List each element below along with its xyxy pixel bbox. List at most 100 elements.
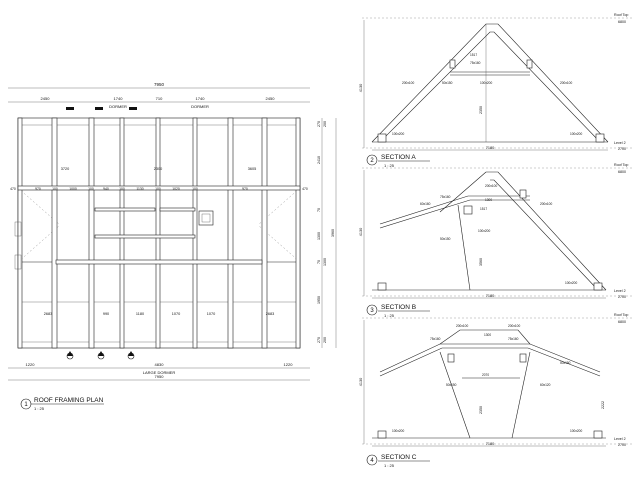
section-markers xyxy=(66,351,135,360)
svg-text:200: 200 xyxy=(323,121,327,127)
svg-text:70: 70 xyxy=(317,260,321,264)
section-c-title: SECTION C xyxy=(381,454,417,461)
svg-text:200x100: 200x100 xyxy=(402,81,414,85)
plan-joists xyxy=(17,117,301,349)
svg-text:1180: 1180 xyxy=(136,312,144,316)
plan-bottom-dim: 1220 xyxy=(26,362,36,367)
svg-text:100x200: 100x200 xyxy=(480,81,492,85)
svg-text:940: 940 xyxy=(103,187,109,191)
plan-number: 1 xyxy=(24,402,28,408)
section-a-level-label: Level 2 xyxy=(614,141,626,145)
svg-text:1950: 1950 xyxy=(317,296,321,304)
skylight xyxy=(198,210,214,226)
svg-text:200x100: 200x100 xyxy=(560,81,572,85)
plan-top-dim: 2450 xyxy=(41,96,51,101)
section-c-right-height: 2222 xyxy=(601,401,605,409)
section-b-level-label: Level 2 xyxy=(614,289,626,293)
large-dormer-label: LARGE DORMER xyxy=(143,370,176,375)
svg-text:2683: 2683 xyxy=(266,312,274,316)
svg-text:2683: 2683 xyxy=(44,312,52,316)
svg-text:1300: 1300 xyxy=(323,258,327,266)
svg-text:1020: 1020 xyxy=(172,187,180,191)
svg-text:1070: 1070 xyxy=(172,312,180,316)
plan-row1-dim: 3720 xyxy=(61,167,69,171)
plan-overall-width: 7950 xyxy=(154,82,165,87)
section-a-height: 4130 xyxy=(359,84,363,92)
section-c-mid-height: 2350 xyxy=(479,406,483,414)
plan-top-dim: 1740 xyxy=(114,96,124,101)
svg-text:1517: 1517 xyxy=(480,207,487,211)
section-b-rooftop-label: Roof Top xyxy=(614,163,628,167)
svg-text:1300: 1300 xyxy=(317,232,321,240)
svg-text:470: 470 xyxy=(10,187,16,191)
section-a-number: 2 xyxy=(370,158,374,164)
svg-text:200x100: 200x100 xyxy=(456,324,468,328)
svg-text:100x200: 100x200 xyxy=(565,281,577,285)
plan-row2-dims: 470 970 100 1000 100 940 100 1130 100 10… xyxy=(10,187,308,191)
section-a: Roof Top 6800 Level 2 2700 75x160 100x20… xyxy=(359,13,634,168)
svg-text:100x200: 100x200 xyxy=(570,132,582,136)
svg-text:100x200: 100x200 xyxy=(392,429,404,433)
svg-text:990: 990 xyxy=(103,312,109,316)
section-b-title: SECTION B xyxy=(381,304,416,311)
svg-text:100x200: 100x200 xyxy=(570,429,582,433)
svg-text:200x100: 200x100 xyxy=(485,184,497,188)
section-b-level-value: 2700 xyxy=(618,295,626,299)
section-c-rooftop-level: 6800 xyxy=(618,320,626,324)
svg-text:75x160: 75x160 xyxy=(508,337,519,341)
svg-text:75x160: 75x160 xyxy=(430,337,441,341)
svg-text:1300: 1300 xyxy=(485,198,492,202)
svg-text:200x100: 200x100 xyxy=(508,324,520,328)
svg-text:60x120: 60x120 xyxy=(540,383,551,387)
plan-row1-dim: 3605 xyxy=(248,167,256,171)
section-b-rooftop-level: 6800 xyxy=(618,170,626,174)
svg-text:75x160: 75x160 xyxy=(470,61,481,65)
section-c-number: 4 xyxy=(370,458,374,464)
plan-title: ROOF FRAMING PLAN xyxy=(34,397,104,404)
plan-right-dims: 270 200 2410 70 1300 70 1300 3960 1950 2… xyxy=(317,121,335,343)
section-b-scale: 1 : 25 xyxy=(384,313,395,318)
section-a-rooftop-level: 6800 xyxy=(618,20,626,24)
svg-text:3960: 3960 xyxy=(331,229,335,237)
plan-scale: 1 : 25 xyxy=(34,406,45,411)
section-c-height: 4130 xyxy=(359,378,363,386)
section-b-number: 3 xyxy=(370,308,374,314)
svg-text:1130: 1130 xyxy=(136,187,143,191)
section-b-width: 7180 xyxy=(486,294,494,298)
svg-text:970: 970 xyxy=(35,187,41,191)
svg-text:50x150: 50x150 xyxy=(560,361,571,365)
section-c-width: 7180 xyxy=(486,442,494,446)
svg-text:1070: 1070 xyxy=(207,312,215,316)
svg-text:50x150: 50x150 xyxy=(442,81,453,85)
svg-text:470: 470 xyxy=(302,187,308,191)
svg-text:100x200: 100x200 xyxy=(478,229,490,233)
svg-text:2410: 2410 xyxy=(317,156,321,164)
svg-text:1000: 1000 xyxy=(69,187,77,191)
section-a-width: 7180 xyxy=(486,146,494,150)
svg-text:100: 100 xyxy=(52,187,58,191)
svg-text:100: 100 xyxy=(155,187,161,191)
section-a-rooftop-label: Roof Top xyxy=(614,13,628,17)
plan-bottom-total: 7950 xyxy=(155,374,165,379)
svg-text:60x160: 60x160 xyxy=(420,202,431,206)
svg-text:970: 970 xyxy=(242,187,248,191)
svg-text:270: 270 xyxy=(317,337,321,343)
section-b-height: 4130 xyxy=(359,228,363,236)
plan-bottom-dim: 4830 xyxy=(155,362,165,367)
section-c: Roof Top 6800 Level 2 2700 200x100 200x1… xyxy=(359,313,634,468)
svg-text:100: 100 xyxy=(192,187,198,191)
svg-text:100: 100 xyxy=(119,187,125,191)
section-a-scale: 1 : 25 xyxy=(384,163,395,168)
section-c-rooftop-label: Roof Top xyxy=(614,313,628,317)
svg-text:270: 270 xyxy=(317,121,321,127)
svg-text:70: 70 xyxy=(317,208,321,212)
svg-text:1517: 1517 xyxy=(470,53,477,57)
plan-row3-dims: 2683 990 1180 1070 1070 2683 xyxy=(44,312,274,316)
svg-text:75x160: 75x160 xyxy=(440,195,451,199)
plan-bottom-dim: 1220 xyxy=(284,362,294,367)
plan-top-dim: 2450 xyxy=(266,96,276,101)
svg-text:200: 200 xyxy=(323,337,327,343)
plan-top-dim: 710 xyxy=(156,96,163,101)
plan-top-dim: 1740 xyxy=(196,96,206,101)
